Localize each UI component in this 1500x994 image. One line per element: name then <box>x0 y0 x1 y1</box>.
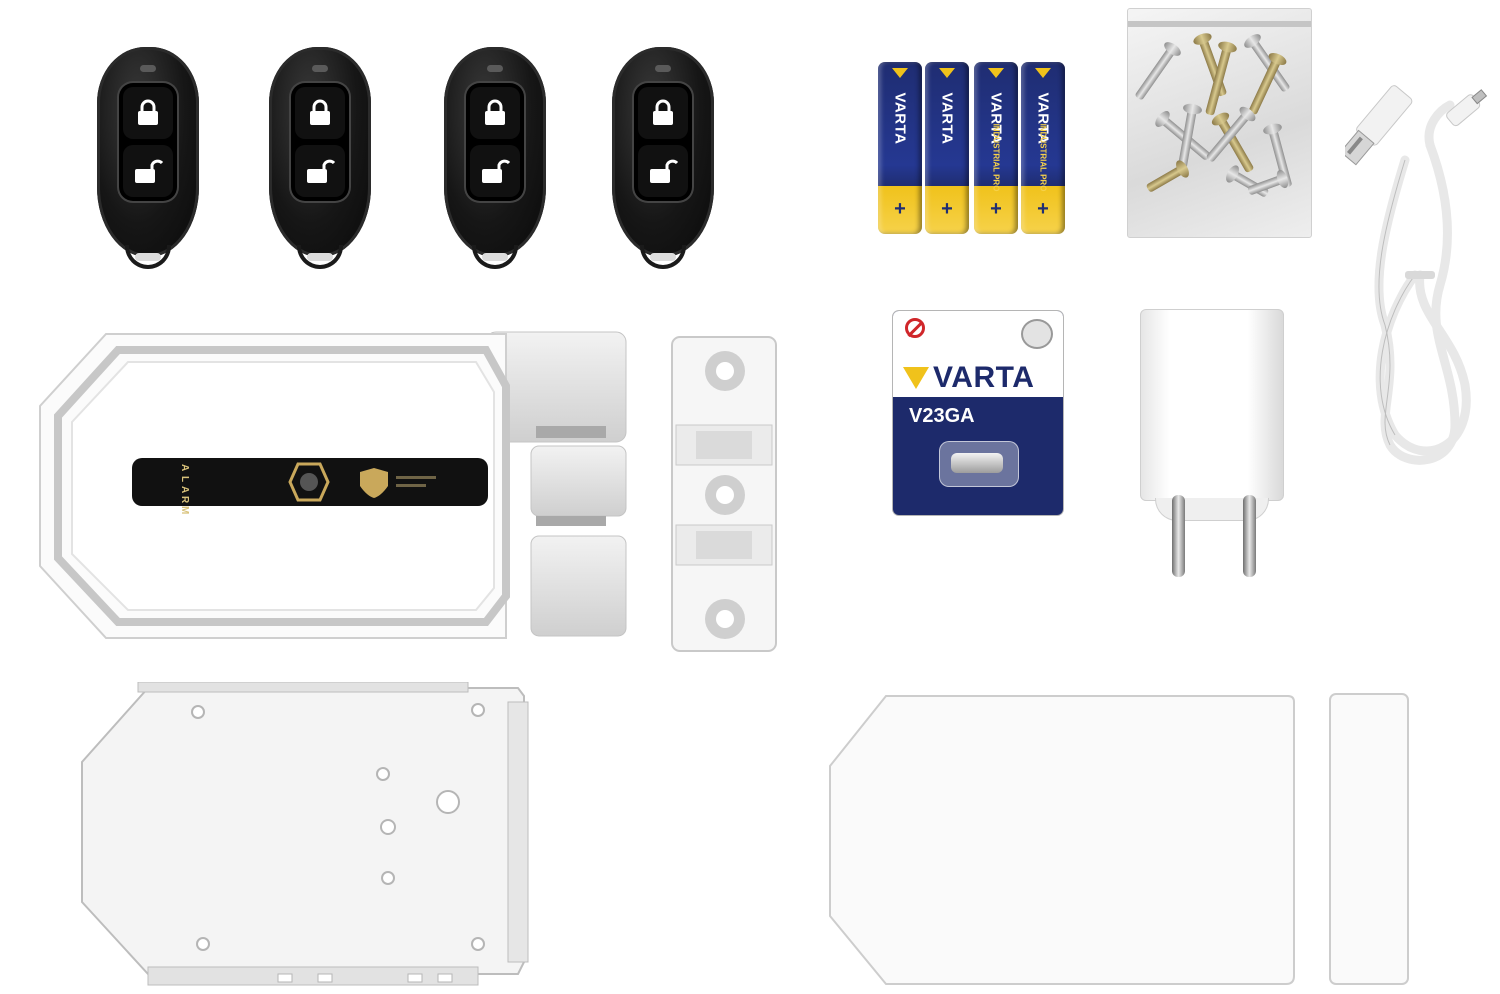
battery-cell <box>951 453 1003 473</box>
battery-subline-label: INDUSTRIAL PRO <box>1038 123 1048 191</box>
screw <box>1145 158 1192 193</box>
unlock-button <box>295 145 345 197</box>
lock-button <box>470 87 520 139</box>
mounting-hole <box>380 819 396 835</box>
smart-lock-body: A L A R M <box>39 331 627 639</box>
bag-zipper <box>1128 21 1311 27</box>
mounting-hole <box>376 767 390 781</box>
mounting-hole <box>471 937 485 951</box>
shield-logo-icon <box>360 468 436 498</box>
lock-bolts <box>485 331 627 637</box>
led-indicator <box>312 65 328 72</box>
charger-pin <box>1243 495 1256 577</box>
key-hole-sensor <box>288 462 330 502</box>
lock-button <box>638 87 688 139</box>
varta-triangle-logo <box>903 367 929 389</box>
lock-open-icon <box>307 159 335 183</box>
alarm-letter: A <box>179 464 190 471</box>
alarm-letter: L <box>179 476 190 482</box>
lock-closed-icon <box>485 99 505 125</box>
battery-plus-mark: + <box>990 198 1002 220</box>
aa-battery-4: VARTA INDUSTRIAL PRO + <box>1021 62 1065 234</box>
remote-control-1 <box>97 47 199 271</box>
unlock-button <box>470 145 520 197</box>
v23ga-battery-pack: VARTA V23GA <box>893 311 1063 515</box>
quality-seal-icon <box>1021 319 1053 349</box>
battery-model-label: V23GA <box>909 405 975 427</box>
warning-prohibition-icon <box>905 318 925 338</box>
remote-control-3 <box>444 47 546 271</box>
battery-plus-mark: + <box>894 198 906 220</box>
aa-battery-3: VARTA INDUSTRIAL PRO + <box>974 62 1018 234</box>
mounting-hole <box>191 705 205 719</box>
mounting-hole <box>381 871 395 885</box>
battery-brand-label: VARTA <box>933 361 1035 394</box>
adhesive-foam-pad <box>829 695 1295 985</box>
usb-a-connector <box>1345 85 1413 166</box>
mounting-hole <box>436 790 460 814</box>
screw-bag <box>1127 8 1312 238</box>
usb-wall-charger <box>1140 309 1284 521</box>
led-indicator <box>655 65 671 72</box>
battery-plus-mark: + <box>941 198 953 220</box>
lock-closed-icon <box>310 99 330 125</box>
led-indicator <box>140 65 156 72</box>
micro-usb-connector <box>1446 89 1488 127</box>
alarm-letter: A <box>179 486 190 493</box>
lock-button <box>295 87 345 139</box>
lock-open-icon <box>482 159 510 183</box>
battery-plus-mark: + <box>1037 198 1049 220</box>
lock-open-icon <box>135 159 163 183</box>
aa-battery-2: VARTA + <box>925 62 969 234</box>
lock-button <box>123 87 173 139</box>
lock-open-icon <box>650 159 678 183</box>
remote-control-2 <box>269 47 371 271</box>
charger-pin <box>1172 495 1185 577</box>
alarm-letter: M <box>179 506 190 514</box>
battery-subline-label: INDUSTRIAL PRO <box>991 123 1001 191</box>
lock-closed-icon <box>138 99 158 125</box>
led-indicator <box>487 65 503 72</box>
screw <box>1134 39 1184 101</box>
aa-battery-1: VARTA + <box>878 62 922 234</box>
adhesive-foam-strip <box>1329 693 1409 985</box>
unlock-button <box>638 145 688 197</box>
remote-control-4 <box>612 47 714 271</box>
lock-closed-icon <box>653 99 673 125</box>
mounting-plate <box>81 682 529 986</box>
unlock-button <box>123 145 173 197</box>
cable-tie <box>1405 271 1435 279</box>
mounting-hole <box>471 703 485 717</box>
mounting-hole <box>196 937 210 951</box>
usb-cable <box>1345 85 1488 465</box>
strike-plate <box>671 336 777 652</box>
alarm-letter: R <box>179 496 190 504</box>
